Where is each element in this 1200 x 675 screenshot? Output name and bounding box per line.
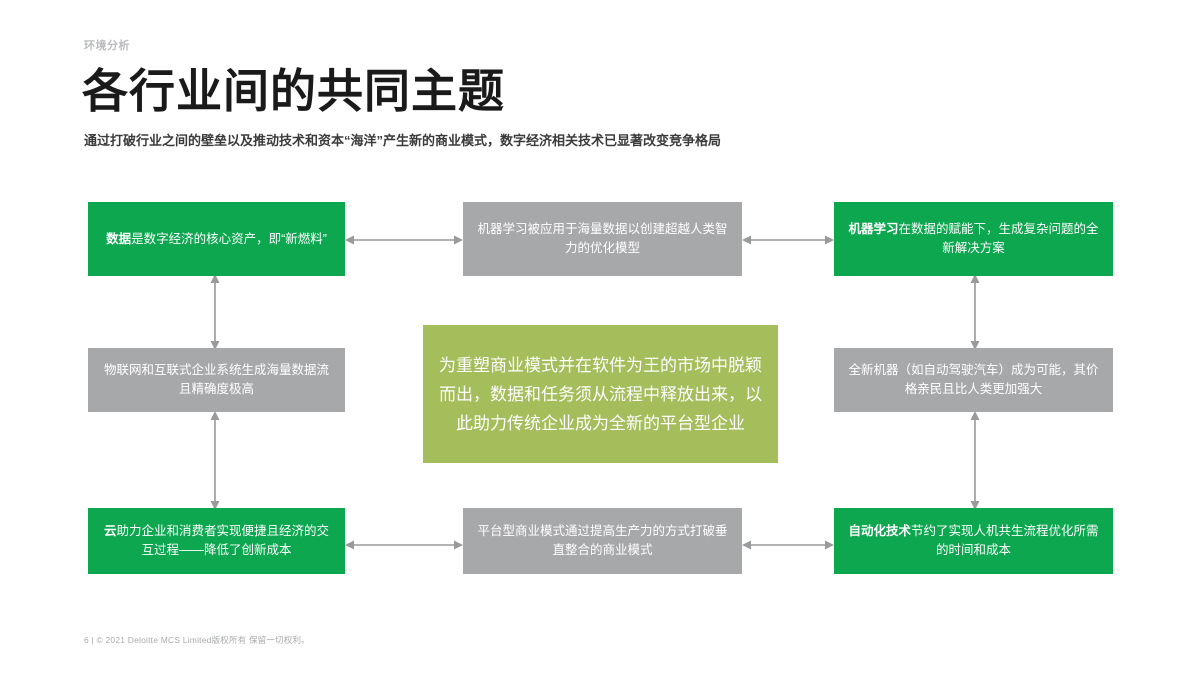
box-bottom-center-text: 平台型商业模式通过提高生产力的方式打破垂直整合的商业模式 — [477, 524, 728, 557]
connector-top-right-to-mid-right — [967, 274, 983, 350]
box-mid-center-text: 为重塑商业模式并在软件为王的市场中脱颖而出，数据和任务须从流程中释放出来，以此助… — [439, 355, 762, 433]
connector-mid-right-to-bottom-right — [967, 411, 983, 510]
box-bottom-center[interactable]: 平台型商业模式通过提高生产力的方式打破垂直整合的商业模式 — [463, 508, 742, 574]
box-bottom-left-emphasis: 云 — [103, 524, 117, 538]
box-bottom-right-text: 节约了实现人机共生流程优化所需的时间和成本 — [911, 524, 1099, 557]
box-mid-left-text: 物联网和互联式企业系统生成海量数据流且精确度极高 — [103, 363, 329, 396]
box-mid-center[interactable]: 为重塑商业模式并在软件为王的市场中脱颖而出，数据和任务须从流程中释放出来，以此助… — [423, 325, 778, 463]
box-top-right[interactable]: 机器学习在数据的赋能下，生成复杂问题的全新解决方案 — [834, 202, 1113, 276]
connector-top-center-to-top-right — [742, 232, 834, 248]
box-bottom-right[interactable]: 自动化技术节约了实现人机共生流程优化所需的时间和成本 — [834, 508, 1113, 574]
connector-bottom-left-to-bottom-center — [345, 537, 463, 553]
box-mid-right-text: 全新机器（如自动驾驶汽车）成为可能，其价格亲民且比人类更加强大 — [848, 363, 1099, 396]
page-title: 各行业间的共同主题 — [82, 65, 505, 117]
footer-copyright: 6 | © 2021 Deloitte MCS Limited版权所有 保留一切… — [84, 635, 310, 645]
connector-bottom-center-to-bottom-right — [742, 537, 834, 553]
connector-top-left-to-mid-left — [207, 274, 223, 350]
box-bottom-left-text: 助力企业和消费者实现便捷且经济的交互过程——降低了创新成本 — [116, 524, 330, 557]
connector-top-left-to-top-center — [345, 232, 463, 248]
eyebrow-label: 环境分析 — [84, 40, 130, 52]
box-top-left[interactable]: 数据是数字经济的核心资产，即“新燃料” — [88, 202, 345, 276]
box-mid-right[interactable]: 全新机器（如自动驾驶汽车）成为可能，其价格亲民且比人类更加强大 — [834, 348, 1113, 412]
page-subtitle: 通过打破行业之间的壁垒以及推动技术和资本“海洋”产生新的商业模式，数字经济相关技… — [84, 133, 722, 148]
box-top-left-text: 是数字经济的核心资产，即“新燃料” — [131, 231, 327, 246]
box-top-center-emphasis: 机器学习 — [477, 222, 528, 236]
box-top-right-text: 在数据的赋能下，生成复杂问题的全新解决方案 — [898, 222, 1099, 255]
box-top-center-text: 被应用于海量数据以创建超越人类智力的优化模型 — [527, 222, 728, 255]
connector-mid-left-to-bottom-left — [207, 411, 223, 510]
box-top-left-emphasis: 数据 — [106, 231, 132, 246]
box-mid-left[interactable]: 物联网和互联式企业系统生成海量数据流且精确度极高 — [88, 348, 345, 412]
box-top-right-emphasis: 机器学习 — [848, 222, 899, 236]
box-bottom-left[interactable]: 云助力企业和消费者实现便捷且经济的交互过程——降低了创新成本 — [88, 508, 345, 574]
box-bottom-right-emphasis: 自动化技术 — [848, 524, 911, 538]
box-top-center[interactable]: 机器学习被应用于海量数据以创建超越人类智力的优化模型 — [463, 202, 742, 276]
